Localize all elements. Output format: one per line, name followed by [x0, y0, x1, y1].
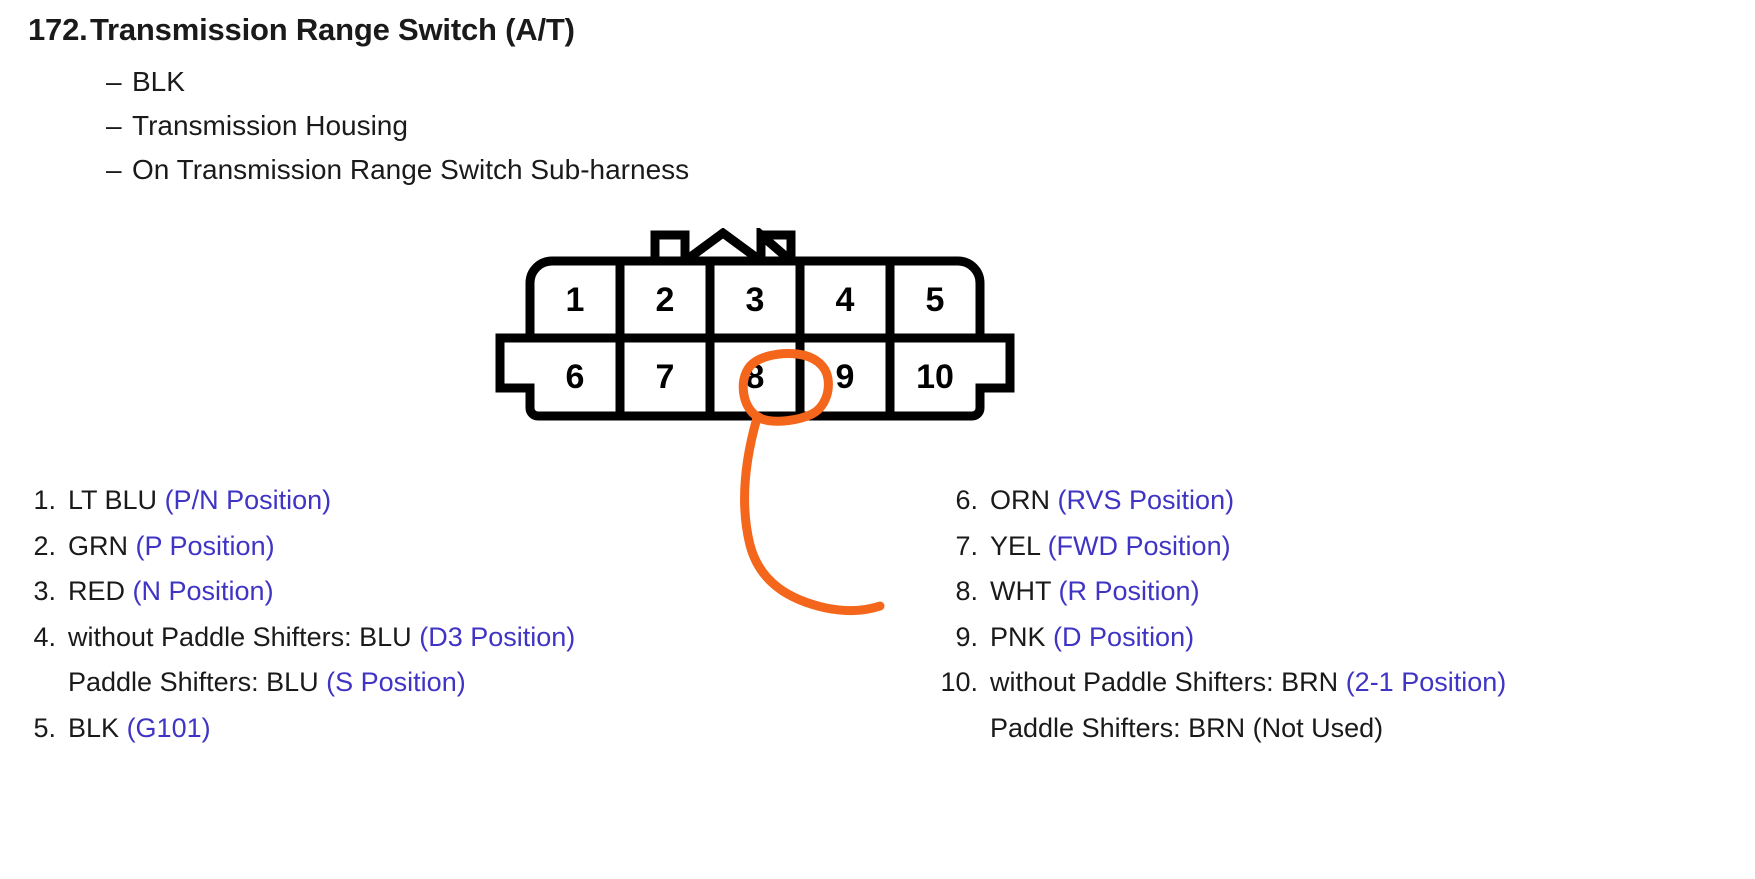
pin-cell-1: 1: [566, 281, 585, 319]
pin-number: 9.: [955, 621, 978, 652]
pin-wire-color: BLK: [68, 712, 120, 743]
pin-number: 3.: [33, 576, 56, 606]
pin-position: (D Position): [1053, 621, 1195, 652]
pin-wire-color-alt: Paddle Shifters: BLU: [68, 667, 319, 697]
pin-description: without Paddle Shifters: BRN (2-1 Positi…: [978, 660, 1506, 706]
list-item: 6. ORN (RVS Position): [930, 478, 1740, 524]
pin-wire-color: WHT: [990, 576, 1051, 606]
connector-diagram: 1 2 3 4 5 6 7 8 9 10: [495, 225, 1055, 443]
dash-glyph: –: [106, 66, 122, 97]
pin-wire-color: YEL: [990, 530, 1041, 561]
pin-number: 8.: [955, 576, 978, 606]
pin-description: RED (N Position): [56, 569, 274, 615]
pin-cell-2: 2: [656, 281, 675, 319]
pin-wire-color: without Paddle Shifters: BLU: [68, 621, 412, 652]
pin-number: 1.: [33, 485, 56, 515]
pin-number: 7.: [955, 530, 978, 561]
pin-description: ORN (RVS Position): [978, 478, 1234, 524]
section-title: Transmission Range Switch (A/T): [90, 12, 575, 47]
bullet-item-location: – Transmission Housing: [106, 104, 1128, 148]
list-item: 9. PNK (D Position): [930, 615, 1740, 661]
pin-position: (R Position): [1058, 576, 1200, 606]
bullet-label: On Transmission Range Switch Sub-harness: [132, 154, 690, 185]
pin-position: (D3 Position): [419, 621, 576, 652]
pin-wire-color: GRN: [68, 530, 128, 561]
header-block: 172. Transmission Range Switch (A/T) – B…: [28, 12, 1128, 192]
connector-outline: [495, 256, 1015, 421]
pin-position: (FWD Position): [1047, 530, 1231, 561]
list-item: 1. LT BLU (P/N Position): [22, 478, 842, 524]
connector-svg: 1 2 3 4 5 6 7 8 9 10: [495, 225, 1015, 421]
list-item: 2. GRN (P Position): [22, 524, 842, 570]
section-number: 172.: [28, 12, 88, 47]
bullet-item-color: – BLK: [106, 60, 1128, 104]
pin-position: (P/N Position): [164, 485, 332, 515]
pin-description: LT BLU (P/N Position): [56, 478, 331, 524]
pin-wire-color: LT BLU: [68, 485, 158, 515]
connector-tab-left: [650, 230, 690, 261]
pin-list-left: 1. LT BLU (P/N Position) 2. GRN (P Posit…: [22, 478, 842, 751]
connector-keyway-peak: [682, 227, 764, 265]
pin-cell-8: 8: [746, 358, 765, 396]
pin-number: 10.: [940, 667, 978, 697]
pin-number: 5.: [33, 712, 56, 743]
list-item: 10. without Paddle Shifters: BRN (2-1 Po…: [930, 660, 1740, 706]
connector-tab-right: [761, 230, 796, 261]
pin-position: (2-1 Position): [1345, 667, 1507, 697]
bullet-label: BLK: [132, 66, 185, 97]
pin-cell-6: 6: [566, 358, 585, 396]
list-item: 8. WHT (R Position): [930, 569, 1740, 615]
pin-description: WHT (R Position): [978, 569, 1200, 615]
bullet-label: Transmission Housing: [132, 110, 408, 141]
page-title: 172. Transmission Range Switch (A/T): [28, 12, 1128, 48]
list-item: 4. without Paddle Shifters: BLU (D3 Posi…: [22, 615, 842, 661]
pin-wire-color-alt: Paddle Shifters: BRN (Not Used): [990, 712, 1384, 743]
header-bullet-list: – BLK – Transmission Housing – On Transm…: [28, 60, 1128, 192]
dash-glyph: –: [106, 110, 122, 141]
pin-cell-10: 10: [916, 358, 954, 396]
pin-description: GRN (P Position): [56, 524, 275, 570]
pin-number: 2.: [33, 530, 56, 561]
pin-cell-7: 7: [656, 358, 675, 396]
pin-position: (N Position): [132, 576, 274, 606]
dash-glyph: –: [106, 154, 122, 185]
list-item: 7. YEL (FWD Position): [930, 524, 1740, 570]
pin-cell-5: 5: [926, 281, 945, 319]
pin-description: BLK (G101): [56, 706, 211, 752]
pin-position: (P Position): [135, 530, 275, 561]
pin-cell-9: 9: [836, 358, 855, 396]
pin-description-alt: Paddle Shifters: BLU (S Position): [22, 660, 842, 706]
pin-description-alt: Paddle Shifters: BRN (Not Used): [930, 706, 1740, 752]
pin-cell-3: 3: [746, 281, 765, 319]
list-item: 3. RED (N Position): [22, 569, 842, 615]
pin-list-right: 6. ORN (RVS Position) 7. YEL (FWD Positi…: [930, 478, 1740, 751]
pin-position-alt: (S Position): [326, 667, 466, 697]
list-item: 5. BLK (G101): [22, 706, 842, 752]
pin-wire-color: ORN: [990, 485, 1050, 515]
pin-wire-color: RED: [68, 576, 126, 606]
pin-number: 6.: [955, 485, 978, 515]
pin-position: (RVS Position): [1057, 485, 1235, 515]
pin-position: (G101): [126, 712, 211, 743]
pin-wire-color: without Paddle Shifters: BRN: [990, 667, 1339, 697]
pin-number: 4.: [33, 621, 56, 652]
pin-wire-color: PNK: [990, 621, 1046, 652]
bullet-item-harness: – On Transmission Range Switch Sub-harne…: [106, 148, 1128, 192]
pin-cell-4: 4: [836, 281, 855, 319]
pin-description: PNK (D Position): [978, 615, 1194, 661]
pin-description: without Paddle Shifters: BLU (D3 Positio…: [56, 615, 575, 661]
pin-description: YEL (FWD Position): [978, 524, 1231, 570]
